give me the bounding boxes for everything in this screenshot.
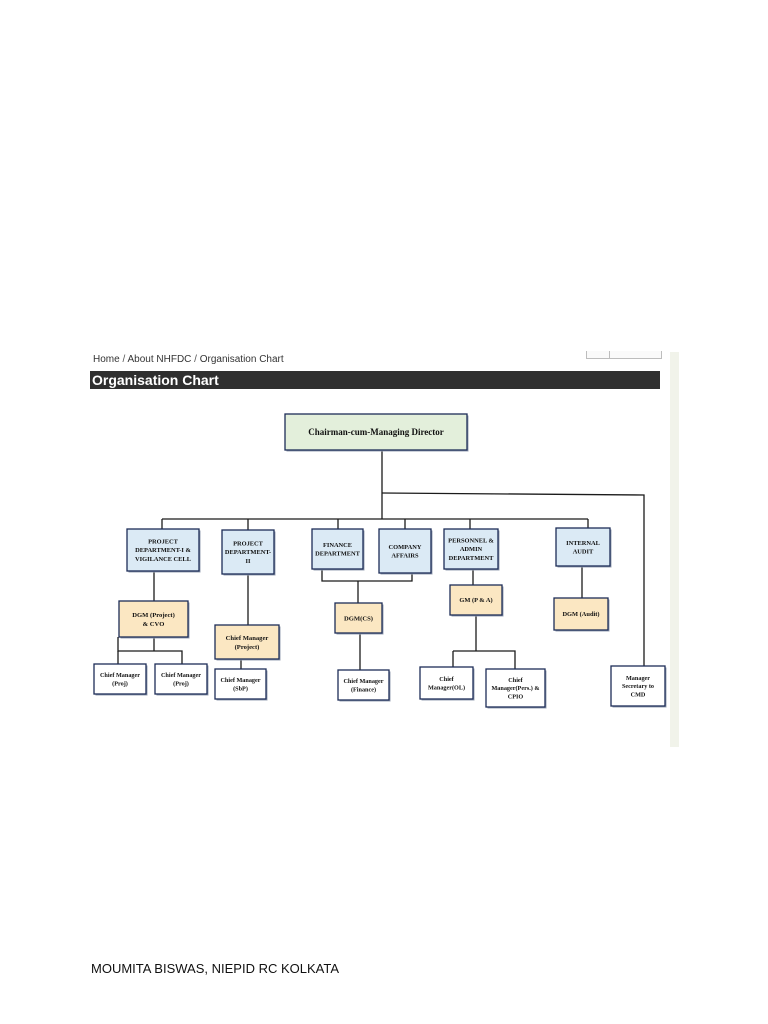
org-node-label: (Proj): [173, 680, 189, 687]
org-node-label: DGM(CS): [344, 615, 373, 622]
org-node-label: (Finance): [351, 686, 376, 693]
breadcrumb-current: Organisation Chart: [199, 354, 284, 365]
org-node-box: [449, 584, 503, 616]
org-node-box: [419, 666, 474, 700]
org-node-box: [221, 529, 275, 575]
org-node-label: DEPARTMENT-I &: [135, 547, 191, 554]
org-node-box: [284, 413, 468, 451]
org-node-label: DGM (Audit): [562, 611, 599, 618]
org-node-box: [555, 527, 611, 567]
org-node-label: AUDIT: [573, 549, 594, 556]
org-node-box: [337, 669, 390, 701]
breadcrumb-separator: /: [194, 354, 197, 365]
org-node-label: DEPARTMENT: [315, 551, 360, 558]
connector-dgm-proj-bus: [117, 637, 183, 664]
org-node-box: [443, 528, 499, 570]
org-node-label: (SbP): [233, 685, 248, 692]
page-title: Organisation Chart: [92, 372, 219, 388]
org-node-label: VIGILANCE CELL: [135, 556, 191, 563]
org-node-label: DGM (Project): [132, 612, 175, 619]
org-node-label: Secretary to: [622, 683, 654, 690]
org-node-box: [334, 602, 383, 634]
org-node-label: (Project): [235, 644, 260, 651]
org-node-label: COMPANY: [389, 544, 422, 551]
page-scrollbar-strip: [670, 352, 679, 747]
org-node-label: II: [246, 558, 251, 565]
org-node-dgm-proj: DGM (Project) & CVO: [118, 600, 190, 639]
top-toolbar-widget[interactable]: [586, 351, 662, 359]
org-node-label: (Proj): [112, 680, 128, 687]
org-node-label: Chief Manager: [220, 677, 260, 684]
connector-gm-bus-h: [453, 650, 516, 669]
org-node-label: PROJECT: [148, 539, 179, 546]
org-node-box: [311, 528, 364, 570]
breadcrumb: Home / About NHFDC / Organisation Chart: [93, 354, 284, 365]
org-node-label: Chief: [508, 677, 523, 684]
org-node-box: [378, 528, 432, 574]
org-node-label: DEPARTMENT: [449, 555, 494, 562]
org-node-cm-p1: Chief Manager(Proj): [93, 663, 148, 696]
breadcrumb-about-link[interactable]: About NHFDC: [127, 354, 192, 365]
org-node-label: Manager(Pers.) &: [491, 685, 539, 692]
org-node-label: Chief Manager: [343, 678, 383, 685]
org-node-label: PERSONNEL &: [448, 538, 494, 545]
org-node-label: AFFAIRS: [391, 553, 419, 560]
org-node-label: GM (P & A): [459, 597, 492, 604]
breadcrumb-home-link[interactable]: Home: [93, 354, 120, 365]
org-node-dgm-cs: DGM(CS): [334, 602, 384, 635]
org-node-company: COMPANY AFFAIRS: [378, 528, 433, 575]
org-node-audit: INTERNAL AUDIT: [555, 527, 612, 568]
page-title-bar: Organisation Chart: [90, 371, 660, 389]
org-node-box: [118, 600, 189, 638]
connector-secretary-branch: [381, 492, 645, 666]
org-node-label: Manager(OL): [428, 684, 465, 691]
org-node-gm-pa: GM (P & A): [449, 584, 504, 617]
org-node-label: Chairman-cum-Managing Director: [308, 427, 444, 437]
org-node-finance: FINANCE DEPARTMENT: [311, 528, 365, 571]
org-node-label: CMD: [631, 692, 646, 699]
org-node-label: INTERNAL: [566, 540, 600, 547]
org-node-label: CPIO: [508, 694, 524, 701]
org-node-box: [610, 665, 666, 707]
org-node-dgm-audit: DGM (Audit): [553, 597, 610, 632]
org-node-box: [214, 668, 267, 700]
org-node-label: PROJECT: [233, 541, 264, 548]
org-node-label: & CVO: [143, 621, 165, 628]
connector-fin-company-bus: [321, 569, 413, 582]
org-node-box: [485, 668, 546, 708]
org-node-cm-proj2: Chief Manager (Project): [214, 624, 281, 661]
org-node-cm-sbp: Chief Manager(SbP): [214, 668, 268, 701]
document-footer: MOUMITA BISWAS, NIEPID RC KOLKATA: [91, 961, 339, 976]
org-node-cmd: Chairman-cum-Managing Director: [284, 413, 469, 452]
org-node-cm-p2: Chief Manager(Proj): [154, 663, 209, 696]
org-node-cm-fin: Chief Manager(Finance): [337, 669, 391, 702]
org-node-box: [126, 528, 200, 572]
org-node-label: Chief: [439, 676, 454, 683]
org-node-box: [154, 663, 208, 695]
org-node-box: [214, 624, 280, 660]
org-node-personnel: PERSONNEL &ADMIN DEPARTMENT: [443, 528, 500, 571]
org-node-label: Chief Manager: [100, 672, 140, 679]
toolbar-divider: [609, 351, 610, 358]
org-node-label: FINANCE: [323, 542, 352, 549]
org-node-box: [93, 663, 147, 695]
breadcrumb-separator: /: [122, 354, 126, 365]
org-node-label: ADMIN: [460, 546, 483, 553]
org-node-label: Manager: [626, 675, 650, 682]
org-node-label: Chief Manager: [161, 672, 201, 679]
org-node-label: Chief Manager: [226, 635, 269, 642]
org-node-box: [553, 597, 609, 631]
org-node-label: DEPARTMENT-: [225, 549, 271, 556]
